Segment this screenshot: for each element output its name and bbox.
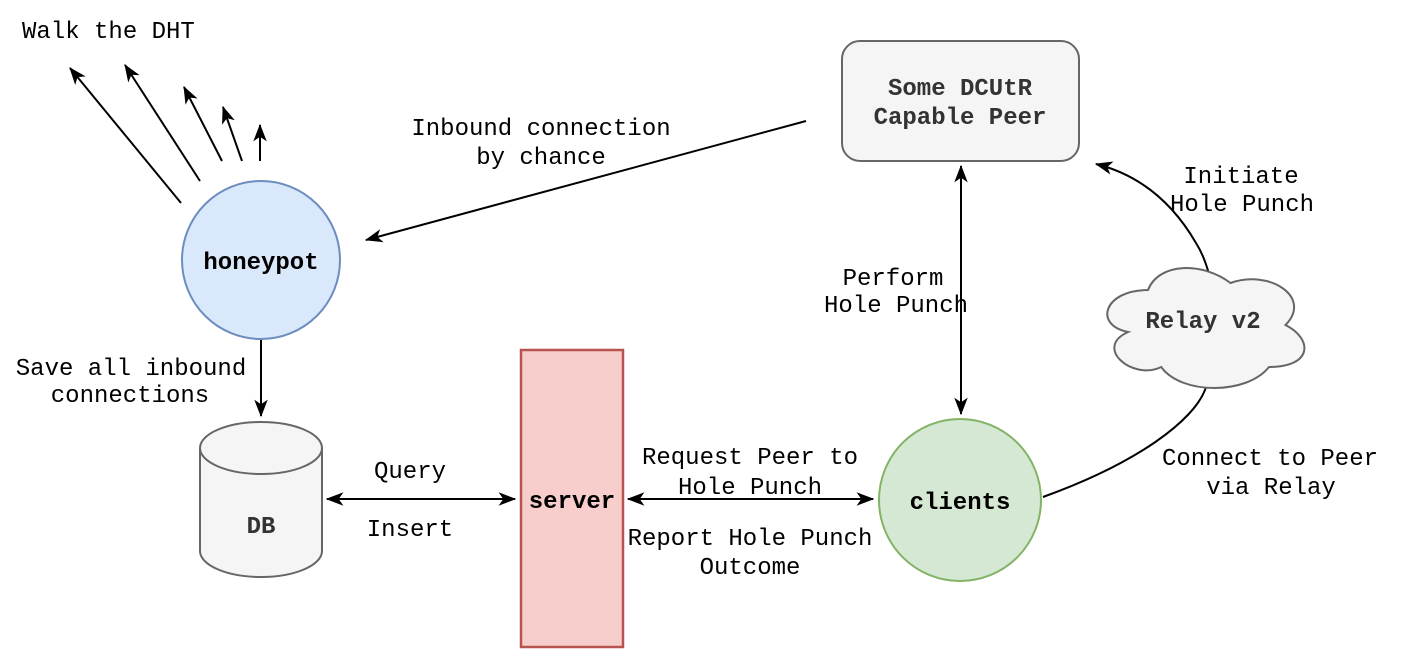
save-label-line2: connections [51,383,209,410]
query-label: Query [374,459,446,486]
inbound-label-line2: by chance [476,145,606,172]
node-clients: clients [878,418,1042,582]
server-label: server [529,489,615,516]
server-rect [519,348,625,649]
edge-labels: Walk the DHT Inbound connection by chanc… [16,19,1378,582]
clients-label: clients [910,490,1011,517]
request-label-line2: Hole Punch [678,475,822,502]
dcutr-peer-label-line2: Capable Peer [874,105,1047,132]
node-server: server [519,348,625,649]
dht-arrow-1 [69,67,182,204]
save-label-line1: Save all inbound [16,356,246,383]
request-label-line1: Request Peer to [642,445,858,472]
connect-label-line2: via Relay [1206,475,1336,502]
dht-arrow-2 [124,64,201,182]
honeypot-circle [181,180,341,340]
connect-label-line1: Connect to Peer [1162,446,1378,473]
perform-label-line2: Hole Punch [824,293,968,320]
inbound-connection-edge [364,120,807,243]
perform-label-line1: Perform [843,266,944,293]
report-label-line1: Report Hole Punch [628,526,873,553]
node-dcutr-peer: Some DCUtR Capable Peer [841,40,1080,162]
honeypot-label: honeypot [203,250,318,277]
relay-label: Relay v2 [1145,309,1260,336]
walk-dht-label: Walk the DHT [22,19,195,46]
initiate-label-line1: Initiate [1183,164,1298,191]
dcutr-peer-label-line1: Some DCUtR [888,76,1033,103]
dht-arrow-4 [222,105,243,162]
dcutr-peer-box [841,40,1080,162]
node-db: DB [199,421,323,578]
report-label-line2: Outcome [700,555,801,582]
dht-arrow-3 [183,85,223,162]
walk-dht-arrows [69,64,267,204]
db-label: DB [247,514,276,541]
db-cylinder-lid [199,447,323,475]
clients-circle [878,418,1042,582]
initiate-label-line2: Hole Punch [1170,192,1314,219]
inbound-label-line1: Inbound connection [411,116,670,143]
node-honeypot: honeypot [181,180,341,340]
db-cylinder-body [199,421,323,578]
node-relay-cloud: Relay v2 [1106,267,1306,389]
relay-cloud-shape [1106,267,1306,389]
insert-label: Insert [367,517,453,544]
